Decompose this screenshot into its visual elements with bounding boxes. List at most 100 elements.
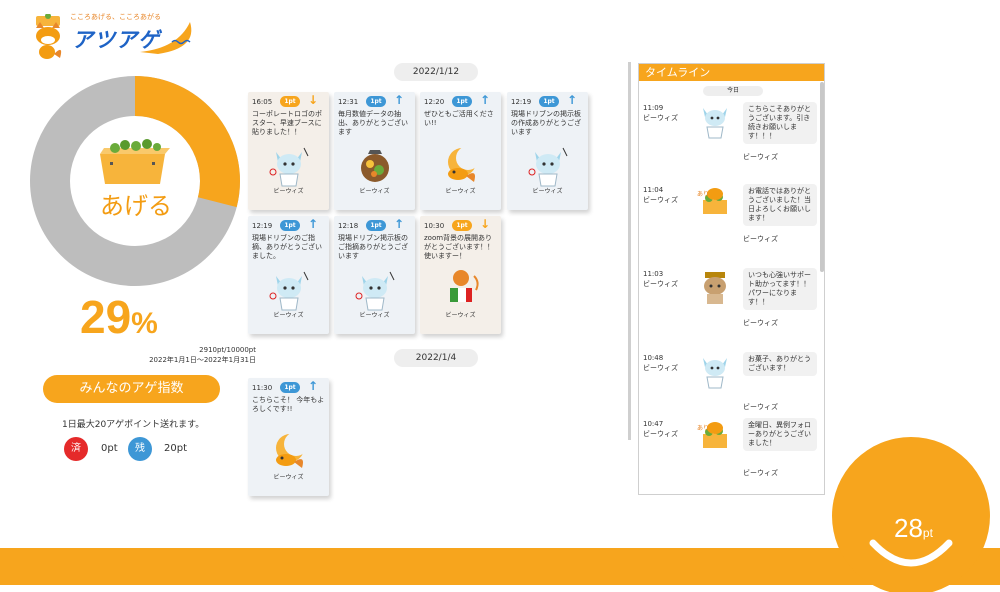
card-sender: ビーウィズ (273, 312, 304, 319)
card-sender: ビーウィズ (445, 188, 476, 195)
card-time: 16:05 (252, 98, 273, 106)
card-message: 現場ドリブンのご指摘、ありがとうございました。 (252, 234, 322, 260)
cat-character-icon (525, 142, 571, 188)
arrow-down-icon: ↓ (480, 217, 491, 231)
card-sender: ビーウィズ (445, 312, 476, 319)
vertical-scrollbar[interactable] (628, 62, 631, 440)
percent-sign: % (131, 307, 158, 340)
arrow-up-icon: ↑ (394, 93, 405, 107)
timeline-entry[interactable]: 10:48 ビーウィズ お菓子、ありがとうございます！ ビーウィズ (639, 352, 819, 424)
timeline-from: ビーウィズ (643, 280, 678, 288)
card-points-badge: 1pt (280, 96, 300, 107)
timeline-panel[interactable]: タイムライン 今日 11:09 ビーウィズ こちらこそありがとうございます。引き続き… (638, 63, 825, 495)
message-card[interactable]: 10:30 1pt ↓ zoom背景の展開ありがとうございます！！使いますー！ ビーウィ… (420, 216, 501, 334)
age-ratio-donut (30, 76, 240, 286)
fox-moon-icon (438, 142, 484, 188)
timeline-sender: ビーウィズ (743, 469, 778, 477)
arrow-up-icon: ↑ (480, 93, 491, 107)
timeline-sender: ビーウィズ (743, 235, 778, 243)
card-message: 現場ドリブンの掲示板の作成ありがとうございます (511, 110, 581, 136)
timeline-time: 11:09 (643, 104, 664, 112)
age-index-button[interactable]: みんなのアゲ指数 (43, 375, 220, 403)
brand-tagline: こころあげる、こころあがる (70, 13, 161, 21)
food-icon (352, 142, 398, 188)
fox-tofu-icon: あり (695, 416, 735, 456)
card-message: zoom背景の展開ありがとうございます！！使いますー！ (424, 234, 494, 260)
card-sender: ビーウィズ (273, 188, 304, 195)
message-card[interactable]: 12:31 1pt ↑ 毎月数値データの抽出、ありがとうございますビーウィズ (334, 92, 415, 210)
message-card[interactable]: 11:30 1pt ↑ こちらこそ！ 今年もよろしくです!! ビーウィズ (248, 378, 329, 496)
brand-logo[interactable]: こころあげる、こころあがる アツアゲ (30, 10, 210, 60)
timeline-from: ビーウィズ (643, 364, 678, 372)
card-time: 12:31 (338, 98, 359, 106)
card-sender: ビーウィズ (273, 474, 304, 481)
card-message: ぜひともご活用ください!! (424, 110, 494, 127)
timeline-message: お菓子、ありがとうございます！ (743, 352, 817, 376)
card-time: 12:20 (424, 98, 445, 106)
timeline-sender: ビーウィズ (743, 403, 778, 411)
card-message: 毎月数値データの抽出、ありがとうございます (338, 110, 408, 136)
card-points-badge: 1pt (539, 96, 559, 107)
card-message: コーポレートロゴのポスター、早速ブースに貼りました！！ (252, 110, 322, 136)
message-card[interactable]: 16:05 1pt ↓ コーポレートロゴのポスター、早速ブースに貼りました！！ ビーウィ… (248, 92, 329, 210)
used-badge: 済 (64, 437, 88, 461)
card-points-badge: 1pt (366, 96, 386, 107)
card-time: 11:30 (252, 384, 273, 392)
fox-moon-icon (266, 428, 312, 474)
card-time: 10:30 (424, 222, 445, 230)
card-message: 現場ドリブン掲示板のご指摘ありがとうございます (338, 234, 408, 260)
points-total: 2910pt/10000pt (199, 346, 256, 354)
timeline-time: 10:47 (643, 420, 664, 428)
timeline-time: 10:48 (643, 354, 664, 362)
percent-value: 29 (80, 291, 132, 343)
timeline-message: こちらこそありがとうございます。引き続きお願いします！！！ (743, 102, 817, 144)
timeline-from: ビーウィズ (643, 196, 678, 204)
timeline-sender: ビーウィズ (743, 153, 778, 161)
card-time: 12:19 (511, 98, 532, 106)
card-sender: ビーウィズ (359, 312, 390, 319)
card-points-badge: 1pt (280, 220, 300, 231)
cat-character-icon (695, 100, 735, 140)
date-separator: 2022/1/4 (394, 349, 478, 367)
card-points-badge: 1pt (452, 220, 472, 231)
cat-character-icon (695, 350, 735, 390)
timeline-scrollbar[interactable] (820, 82, 824, 272)
period-range: 2022年1月1日～2022年1月31日 (149, 356, 256, 364)
fox-mascot-icon (36, 14, 62, 59)
arrow-down-icon: ↓ (308, 93, 319, 107)
card-sender: ビーウィズ (359, 188, 390, 195)
timeline-sender: ビーウィズ (743, 319, 778, 327)
remaining-badge: 残 (128, 437, 152, 461)
card-points-badge: 1pt (366, 220, 386, 231)
card-message: こちらこそ！ 今年もよろしくです!! (252, 396, 325, 413)
message-card[interactable]: 12:20 1pt ↑ ぜひともご活用ください!! ビーウィズ (420, 92, 501, 210)
arrow-up-icon: ↑ (308, 379, 319, 393)
card-points-badge: 1pt (452, 96, 472, 107)
card-time: 12:18 (338, 222, 359, 230)
timeline-header: タイムライン (639, 64, 824, 81)
card-points-badge: 1pt (280, 382, 300, 393)
timeline-from: ビーウィズ (643, 430, 678, 438)
daily-limit-note: 1日最大20アゲポイント送れます。 (62, 420, 205, 430)
arrow-up-icon: ↑ (567, 93, 578, 107)
arrow-up-icon: ↑ (308, 217, 319, 231)
cat-character-icon (266, 266, 312, 312)
timeline-message: お電話ではありがとうございました！当日よろしくお願いします！ (743, 184, 817, 226)
timeline-time: 11:03 (643, 270, 664, 278)
message-card[interactable]: 12:18 1pt ↑ 現場ドリブン掲示板のご指摘ありがとうございますビーウィズ (334, 216, 415, 334)
donut-label: あげる (100, 192, 172, 220)
timeline-today: 今日 (703, 86, 763, 96)
arrow-up-icon: ↑ (394, 217, 405, 231)
flag-fruit-icon (438, 266, 484, 312)
brand-name: アツアゲ (72, 28, 160, 52)
tofu-icon (100, 139, 170, 184)
my-points-unit: pt (922, 526, 933, 540)
my-points-circle[interactable] (832, 437, 990, 592)
